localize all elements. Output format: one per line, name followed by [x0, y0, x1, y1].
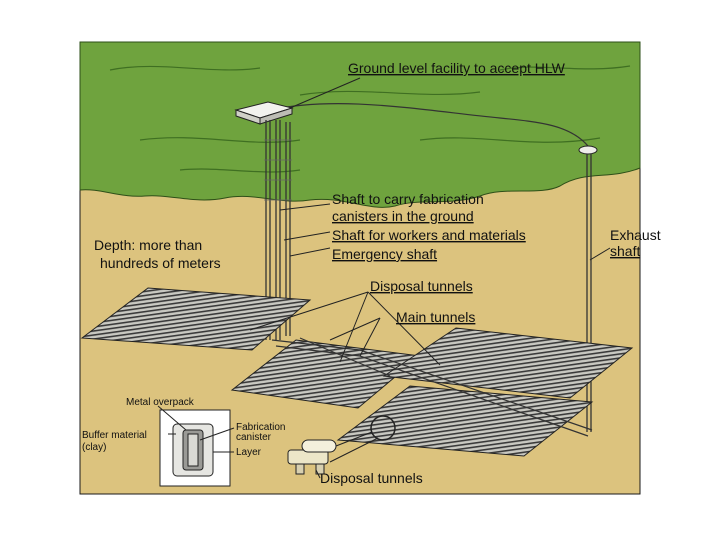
leader-lines	[157, 77, 611, 479]
disposal-panel-right-bottom	[336, 385, 594, 457]
label-fabrication-1: Fabrication	[236, 422, 285, 433]
label-exhaust-1: Exhaust	[610, 227, 661, 243]
exhaust-shaft-head	[578, 145, 598, 155]
label-layer: Layer	[236, 447, 262, 458]
label-disposal-tunnels-bottom: Disposal tunnels	[320, 470, 423, 486]
label-shaft-workers: Shaft for workers and materials	[332, 227, 526, 243]
label-depth-2: hundreds of meters	[100, 255, 221, 271]
label-main-tunnels: Main tunnels	[396, 309, 475, 325]
label-ground-facility: Ground level facility to accept HLW	[348, 60, 566, 76]
label-exhaust-2: shaft	[610, 243, 640, 259]
tunnel-detail	[287, 431, 379, 475]
label-depth-1: Depth: more than	[94, 237, 202, 253]
label-emergency-shaft: Emergency shaft	[332, 246, 437, 262]
label-disposal-tunnels-top: Disposal tunnels	[370, 278, 473, 294]
label-shaft-fabrication-2: canisters in the ground	[332, 208, 474, 224]
detail-magnifier	[370, 415, 396, 441]
inset-cross-section	[159, 409, 231, 487]
label-shaft-fabrication-1: Shaft to carry fabrication	[332, 191, 484, 207]
label-metal-overpack: Metal overpack	[126, 397, 195, 408]
ground-facility-building	[234, 101, 294, 125]
label-buffer-1: Buffer material	[82, 430, 147, 441]
disposal-panel-right-top	[382, 327, 634, 399]
disposal-panel-left	[80, 287, 312, 351]
label-buffer-2: (clay)	[82, 442, 106, 453]
label-fabrication-2: canister	[236, 432, 272, 443]
ground-surface	[79, 41, 641, 208]
